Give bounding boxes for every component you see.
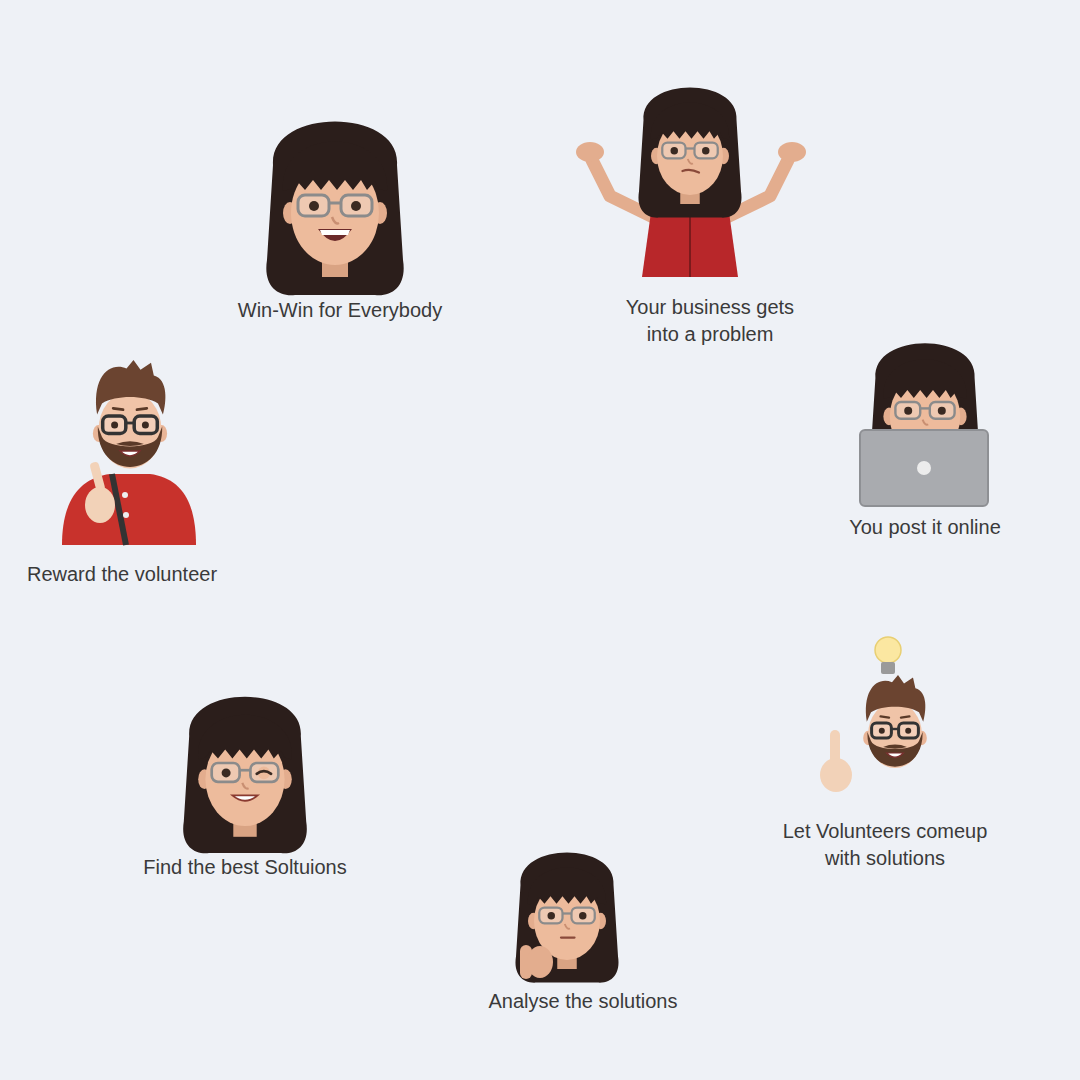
thinking-woman — [515, 852, 618, 982]
caption-holder: Win-Win for Everybody — [200, 297, 480, 324]
caption-holder: You post it online — [815, 514, 1035, 541]
step-caption: Reward the volunteer — [7, 561, 237, 588]
step-caption: Win-Win for Everybody — [200, 297, 480, 324]
shrugging-woman — [576, 87, 806, 277]
winking-woman — [183, 697, 307, 853]
caption-holder: Analyse the solutions — [453, 988, 713, 1015]
laughing-woman — [266, 122, 403, 296]
caption-holder: Reward the volunteer — [7, 561, 237, 588]
step-caption: Find the best Soltuions — [115, 854, 375, 881]
step-caption: You post it online — [815, 514, 1035, 541]
caption-holder: Find the best Soltuions — [115, 854, 375, 881]
caption-holder: Let Volunteers comeup with solutions — [768, 818, 1003, 872]
step-caption: Let Volunteers comeup with solutions — [768, 818, 1003, 872]
man-with-idea — [820, 637, 927, 792]
woman-with-laptop — [860, 343, 988, 506]
man-in-hoodie — [62, 360, 196, 545]
step-caption: Your business gets into a problem — [608, 294, 813, 348]
step-caption: Analyse the solutions — [453, 988, 713, 1015]
caption-holder: Your business gets into a problem — [608, 294, 813, 348]
